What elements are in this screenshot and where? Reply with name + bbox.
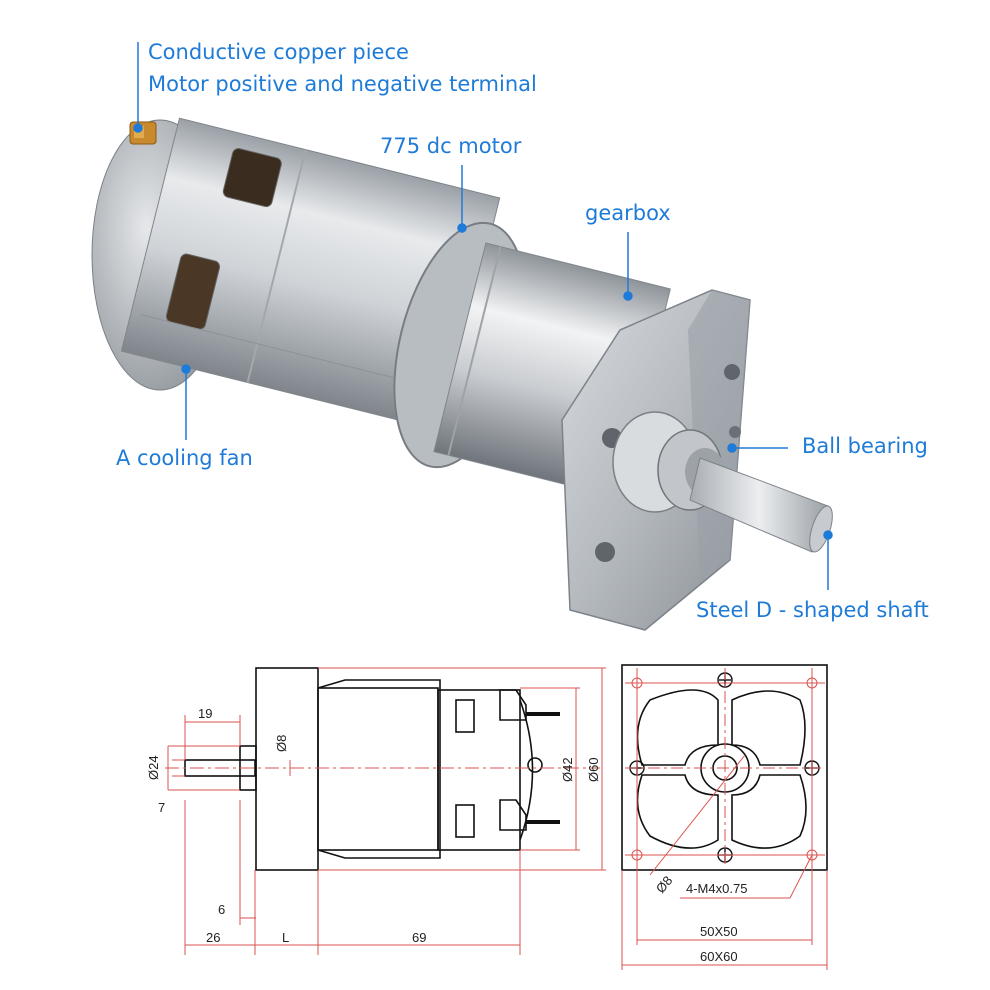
callout-fan: A cooling fan [116,446,253,470]
callout-leaders [133,42,833,590]
dim-d60: Ø60 [586,757,601,782]
callout-bearing: Ball bearing [802,434,928,458]
dim-6: 6 [218,902,225,917]
d-shaft [689,457,833,553]
dim-60x60: 60X60 [700,949,738,964]
dim-26: 26 [206,930,220,945]
dim-d42: Ø42 [560,757,575,782]
plate-hole [729,426,741,438]
side-view-drawing: 19 Ø24 Ø8 7 6 26 L 69 Ø42 Ø60 [146,667,606,955]
plate-hole [595,542,615,562]
callout-gearbox: gearbox [585,201,671,225]
motor-illustration [91,42,833,631]
dim-69: 69 [412,930,426,945]
dim-d24: Ø24 [146,755,161,780]
dim-19: 19 [198,706,212,721]
callout-copper-line2: Motor positive and negative terminal [148,72,537,96]
front-dim-d8: Ø8 [653,873,676,896]
dim-50x50: 50X50 [700,924,738,939]
callout-shaft: Steel D - shaped shaft [696,598,929,622]
callout-copper-line1: Conductive copper piece [148,40,409,64]
dim-l: L [282,930,289,945]
dim-screws: 4-M4x0.75 [686,881,747,896]
dim-7: 7 [158,800,165,815]
front-view-drawing: Ø8 4-M4x0.75 50X50 60X60 [621,664,828,970]
plate-hole [724,364,740,380]
callout-motor: 775 dc motor [380,134,522,158]
dim-d8-shaft: Ø8 [274,735,289,752]
